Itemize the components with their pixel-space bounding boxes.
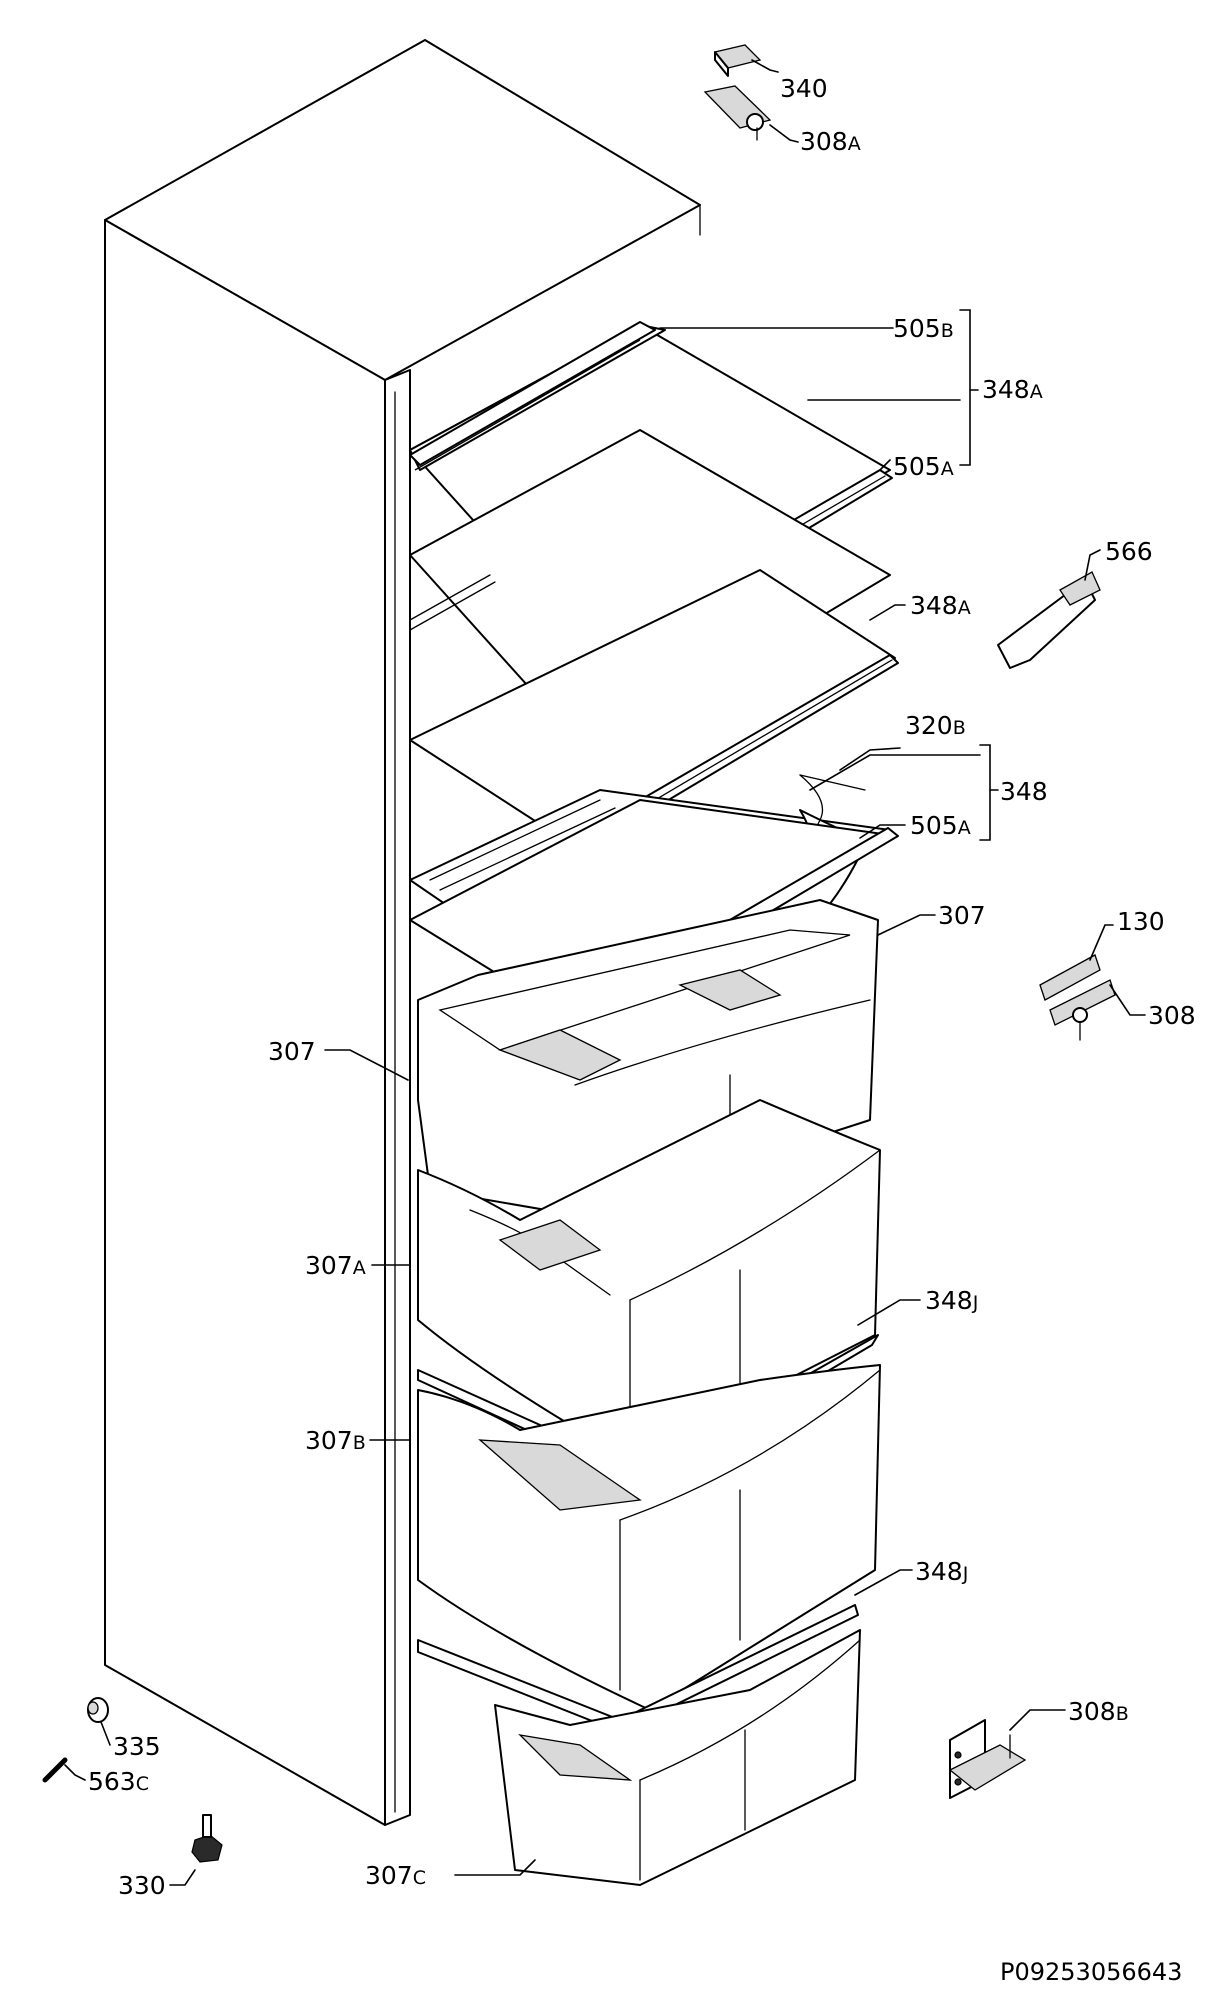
callout-308B: 308B xyxy=(1068,1697,1129,1726)
fridge-cabinet xyxy=(104,39,701,1826)
document-code: P09253056643 xyxy=(1000,1958,1182,1986)
callout-505B: 505B xyxy=(893,314,954,343)
callout-320B: 320B xyxy=(905,711,966,740)
part-330-foot xyxy=(191,1814,223,1863)
callout-505A-mid: 505A xyxy=(910,811,971,840)
leader-lines xyxy=(64,59,1146,1886)
drawer-307A xyxy=(417,1099,881,1461)
callout-505A-top: 505A xyxy=(893,452,954,481)
drawer-307B xyxy=(417,1364,881,1711)
part-308B-hinge xyxy=(948,1719,1027,1799)
callout-307C: 307C xyxy=(365,1861,426,1890)
callout-348A-mid: 348A xyxy=(910,591,971,620)
callout-566: 566 xyxy=(1105,537,1153,566)
part-563C xyxy=(42,1757,68,1783)
callout-308: 308 xyxy=(1148,1001,1196,1030)
callout-330: 330 xyxy=(118,1871,166,1900)
callout-307-right: 307 xyxy=(938,901,986,930)
callout-130: 130 xyxy=(1117,907,1165,936)
callout-307-left: 307 xyxy=(268,1037,316,1066)
part-566 xyxy=(997,571,1101,669)
drawer-307C xyxy=(494,1629,861,1886)
callout-340: 340 xyxy=(780,74,828,103)
part-308A-hinge xyxy=(703,85,772,141)
callout-308A: 308A xyxy=(800,127,861,156)
callout-307B: 307B xyxy=(305,1426,366,1455)
callout-335: 335 xyxy=(113,1732,161,1761)
callout-307A: 307A xyxy=(305,1251,366,1280)
part-340 xyxy=(713,44,762,77)
part-335 xyxy=(87,1697,109,1723)
callout-labels: 340 308A 505B 348A 505A 566 348A 320B 34… xyxy=(88,74,1196,1900)
callout-563C: 563C xyxy=(88,1767,149,1796)
callout-348: 348 xyxy=(1000,777,1048,806)
callout-348J-upper: 348J xyxy=(925,1286,978,1315)
part-130-308-hinge xyxy=(1039,954,1116,1041)
callout-348A-top: 348A xyxy=(982,375,1043,404)
callout-348J-lower: 348J xyxy=(915,1557,968,1586)
